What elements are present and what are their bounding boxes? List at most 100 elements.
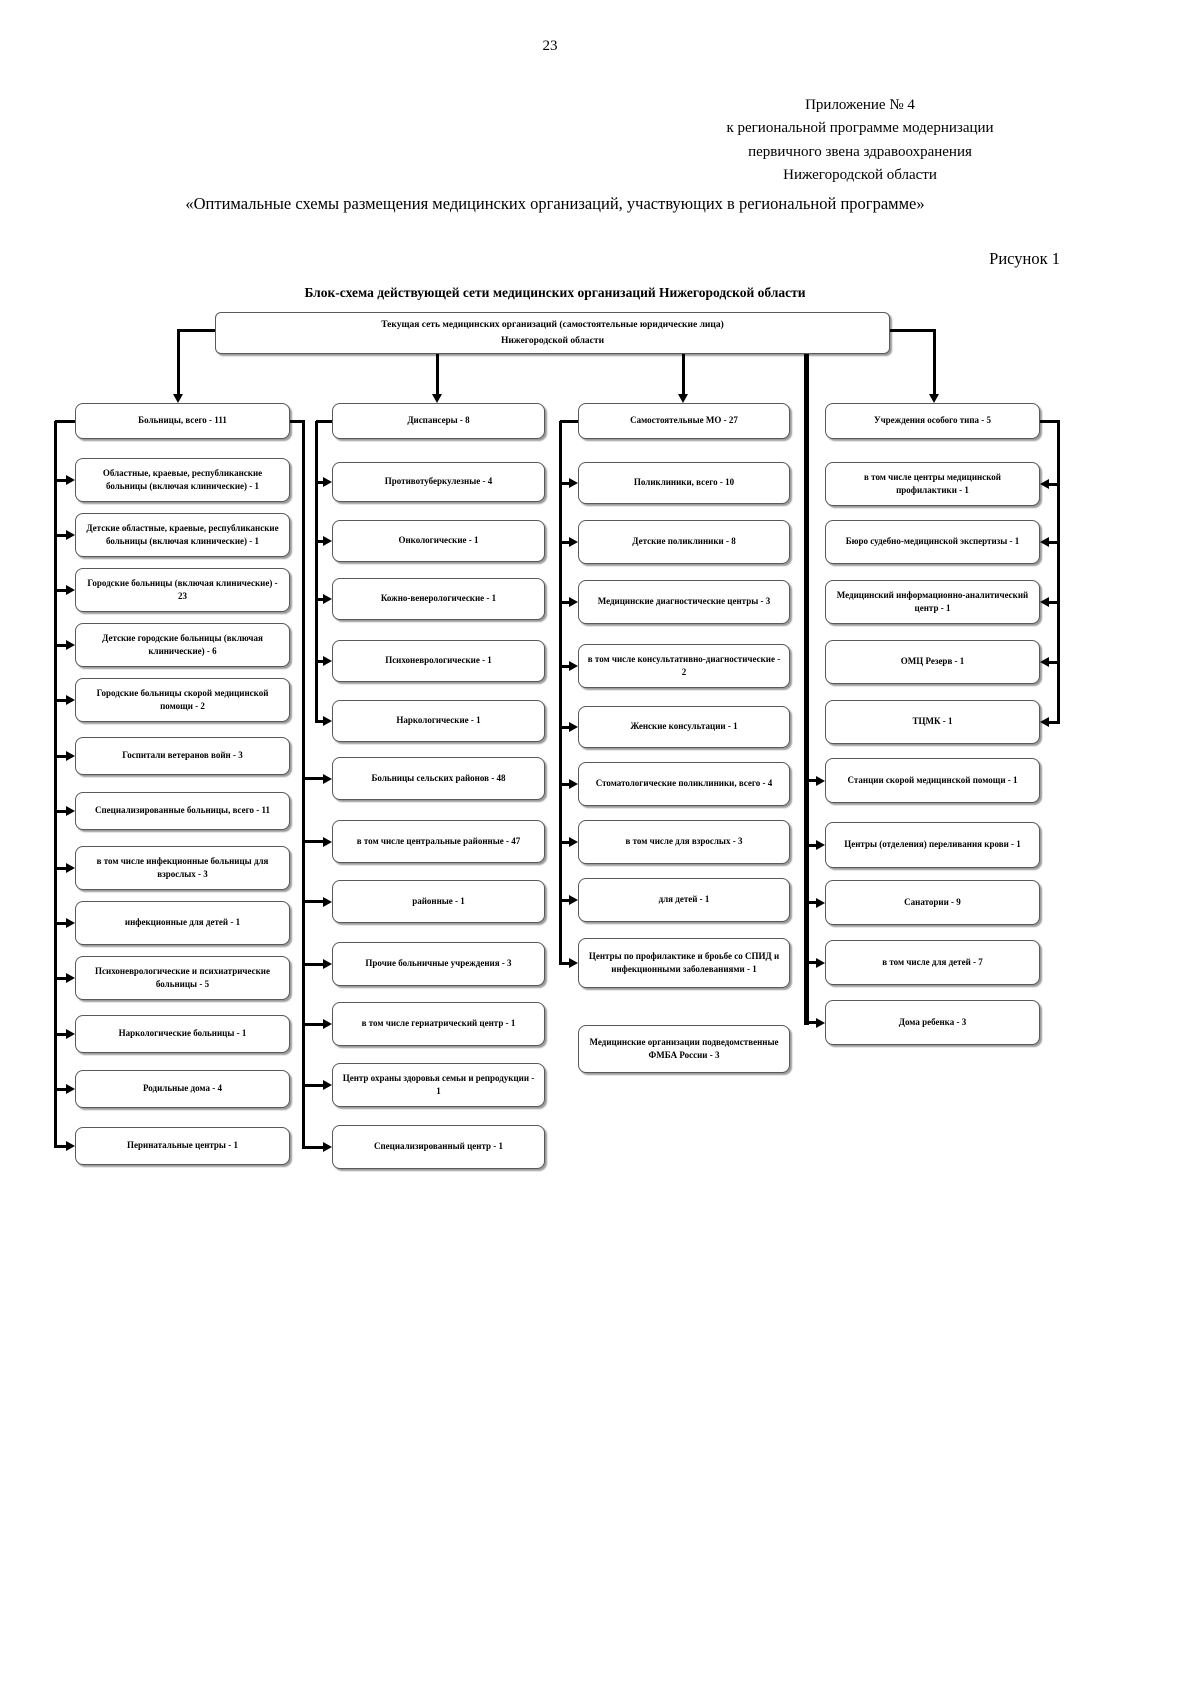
connector-line: [435, 354, 439, 394]
diagram-box: Областные, краевые, республиканские боль…: [75, 458, 290, 502]
connector-line: [558, 961, 569, 965]
connector-line: [558, 664, 569, 668]
arrowhead-l: [1040, 597, 1049, 607]
header-independent-mo: Самостоятельные МО - 27: [578, 403, 790, 439]
connector-line: [1049, 720, 1060, 724]
diagram-box: Специализированный центр - 1: [332, 1125, 545, 1169]
connector-line: [301, 962, 323, 966]
diagram-box: Кожно-венерологические - 1: [332, 578, 545, 620]
arrowhead-l: [1040, 657, 1049, 667]
root-node-line1: Текущая сеть медицинских организаций (са…: [381, 319, 724, 330]
connector-line: [290, 419, 305, 423]
diagram-box: Наркологические больницы - 1: [75, 1015, 290, 1053]
diagram-title: Блок-схема действующей сети медицинских …: [304, 285, 806, 300]
arrowhead-r: [816, 775, 825, 786]
connector-line: [1049, 482, 1060, 486]
arrowhead-r: [323, 536, 332, 546]
connector-line: [560, 419, 578, 423]
connector-line: [301, 1083, 323, 1087]
arrowhead-r: [66, 863, 75, 873]
diagram-box: Центры (отделения) переливания крови - 1: [825, 822, 1040, 868]
diagram-box: Наркологические - 1: [332, 700, 545, 742]
arrowhead-l: [1040, 479, 1049, 489]
arrowhead-r: [323, 836, 332, 847]
connector-line: [314, 480, 323, 484]
root-node-line2: Нижегородской области: [500, 336, 605, 346]
connector-line: [558, 540, 569, 544]
arrowhead-r: [569, 958, 578, 968]
root-node: Текущая сеть медицинских организаций (са…: [215, 312, 890, 354]
diagram-box: Перинатальные центры - 1: [75, 1127, 290, 1165]
diagram-box: Центр охраны здоровья семьи и репродукци…: [332, 1063, 545, 1107]
connector-line: [301, 421, 305, 1149]
connector-line: [558, 421, 562, 965]
connector-line: [890, 328, 936, 332]
connector-line: [558, 898, 569, 902]
arrowhead-r: [323, 1019, 332, 1029]
diagram-box: Противотуберкулезные - 4: [332, 462, 545, 502]
arrowhead-r: [816, 957, 825, 968]
connector-line: [1049, 660, 1060, 664]
arrowhead-r: [323, 716, 332, 726]
annex-line: первичного звена здравоохранения: [748, 143, 972, 160]
annex-line: Приложение № 4: [805, 97, 915, 113]
arrowhead-r: [323, 773, 332, 784]
connector-line: [53, 478, 66, 482]
annex-line: к региональной программе модернизации: [726, 120, 994, 137]
arrowhead-r: [816, 840, 825, 850]
diagram-box: Детские областные, краевые, республиканс…: [75, 513, 290, 557]
arrowhead-r: [66, 585, 75, 595]
arrowhead-r: [323, 477, 332, 487]
diagram-box: ТЦМК - 1: [825, 700, 1040, 744]
connector-line: [558, 725, 569, 729]
diagram-box: Госпитали ветеранов войн - 3: [75, 737, 290, 775]
header-dispensaries: Диспансеры - 8: [332, 403, 545, 439]
diagram-box: Родильные дома - 4: [75, 1070, 290, 1108]
arrowhead-r: [66, 475, 75, 485]
arrowhead-r: [66, 1141, 75, 1151]
connector-line: [314, 719, 323, 723]
diagram-box: Психоневрологические и психиатрические б…: [75, 956, 290, 1000]
connector-line: [558, 782, 569, 786]
diagram-box: Стоматологические поликлиники, всего - 4: [578, 762, 790, 806]
arrowhead-r: [569, 779, 578, 789]
arrowhead-r: [816, 1017, 825, 1028]
connector-line: [53, 588, 66, 592]
connector-line: [314, 539, 323, 543]
arrowhead-r: [66, 1084, 75, 1094]
connector-line: [803, 779, 816, 782]
connector-line: [1049, 600, 1060, 604]
diagram-box: ОМЦ Резерв - 1: [825, 640, 1040, 684]
arrowhead-r: [66, 973, 75, 983]
arrowhead-r: [323, 1142, 332, 1152]
diagram-box: Психоневрологические - 1: [332, 640, 545, 682]
connector-line: [301, 900, 323, 903]
diagram-box: в том числе консультативно-диагностическ…: [578, 644, 790, 688]
diagram-box: Городские больницы скорой медицинской по…: [75, 678, 290, 722]
diagram-box: Детские поликлиники - 8: [578, 520, 790, 564]
diagram-box: Медицинские диагностические центры - 3: [578, 580, 790, 624]
document-title: «Оптимальные схемы размещения медицински…: [185, 194, 925, 213]
diagram-box: в том числе инфекционные больницы для вз…: [75, 846, 290, 890]
arrowhead-l: [1040, 717, 1049, 727]
connector-line: [53, 866, 66, 870]
diagram-box: Дома ребенка - 3: [825, 1000, 1040, 1045]
connector-line: [53, 1087, 66, 1091]
connector-line: [681, 354, 685, 394]
connector-line: [53, 1032, 66, 1036]
connector-line: [932, 328, 936, 394]
page-number: 23: [542, 38, 558, 54]
connector-line: [803, 961, 816, 964]
arrowhead-d: [678, 394, 688, 403]
connector-line: [53, 1144, 66, 1148]
annex-line: Нижегородской области: [783, 166, 937, 183]
arrowhead-r: [569, 722, 578, 732]
diagram-box: Городские больницы (включая клинические)…: [75, 568, 290, 612]
connector-line: [53, 698, 66, 702]
arrowhead-r: [569, 837, 578, 847]
diagram-box: в том числе гериатрический центр - 1: [332, 1002, 545, 1046]
connector-line: [314, 421, 318, 723]
connector-line: [301, 1022, 323, 1026]
arrowhead-l: [1040, 537, 1049, 547]
